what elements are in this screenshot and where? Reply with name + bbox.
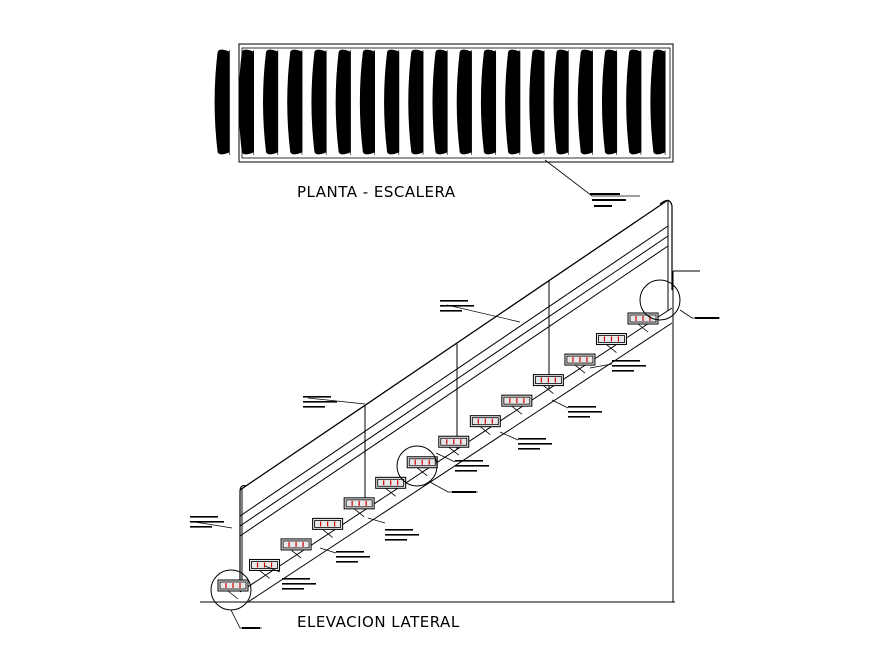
- plan-steps: [214, 49, 666, 155]
- plan-tread: [553, 49, 569, 155]
- annotation-text-block: [282, 578, 316, 590]
- elevation-step: [564, 353, 596, 374]
- plan-callout: [544, 159, 640, 207]
- plan-tread: [214, 49, 230, 155]
- elevation-steps: [217, 312, 659, 600]
- annotation-text-blocks: [190, 300, 646, 590]
- elevation-step: [312, 517, 344, 538]
- annotation-text-block: [190, 516, 224, 528]
- elevation-step: [406, 456, 438, 477]
- plan-tread: [505, 49, 521, 155]
- plan-tread: [287, 49, 303, 155]
- handrail-line: [239, 225, 669, 517]
- plan-tread: [529, 49, 545, 155]
- elevation-step: [501, 394, 533, 415]
- annotation-text-block: [612, 360, 646, 372]
- detail-leaders: [230, 309, 720, 629]
- elevation-step: [249, 558, 281, 579]
- handrail-bottom-end: [239, 485, 247, 580]
- elevation-step: [343, 497, 375, 518]
- plan-tread: [384, 49, 400, 155]
- plan-tread: [311, 49, 327, 155]
- detail-circle-middle: [396, 445, 438, 487]
- handrail-line: [239, 235, 669, 527]
- plan-title: PLANTA - ESCALERA: [297, 183, 456, 201]
- plan-tread: [626, 49, 642, 155]
- stringer-top: [239, 307, 673, 593]
- elevation-step: [438, 435, 470, 456]
- plan-tread: [480, 49, 497, 155]
- detail-circle-top: [639, 279, 681, 321]
- annotation-text-block: [455, 460, 489, 472]
- annotation-leaders: [194, 304, 613, 573]
- plan-tread: [650, 49, 666, 155]
- plan-tread: [432, 49, 448, 155]
- plan-tread: [456, 49, 472, 155]
- handrail-line: [239, 199, 669, 491]
- plan-tread: [238, 49, 254, 155]
- elevation-step: [280, 538, 312, 559]
- detail-labels: [242, 317, 719, 629]
- plan-tread: [408, 49, 424, 155]
- stringer-bottom: [247, 322, 673, 603]
- handrail: [239, 199, 673, 580]
- annotation-text-block: [385, 529, 419, 541]
- plan-tread: [359, 49, 375, 155]
- handrail-top-end: [659, 199, 673, 290]
- elevation-step: [469, 415, 501, 436]
- annotation-text-block: [303, 396, 337, 408]
- elevation-step: [375, 476, 407, 497]
- callout-text-block: [590, 193, 626, 207]
- elevation-step: [532, 374, 564, 394]
- elevation-title: ELEVACION LATERAL: [297, 613, 460, 631]
- annotation-text-block: [518, 438, 552, 450]
- plan-tread: [577, 49, 593, 155]
- annotation-text-block: [568, 406, 602, 418]
- plan-tread: [601, 49, 618, 155]
- elevation-step: [627, 312, 659, 333]
- elevation-view: [190, 199, 720, 629]
- plan-view: [214, 43, 674, 163]
- plan-tread: [335, 49, 351, 155]
- elevation-step: [217, 579, 249, 600]
- handrail-line: [239, 245, 669, 537]
- elevation-step: [595, 333, 627, 353]
- annotation-text-block: [440, 300, 474, 312]
- plan-tread: [263, 49, 279, 155]
- handrail-posts: [241, 200, 669, 591]
- annotation-text-block: [336, 551, 370, 563]
